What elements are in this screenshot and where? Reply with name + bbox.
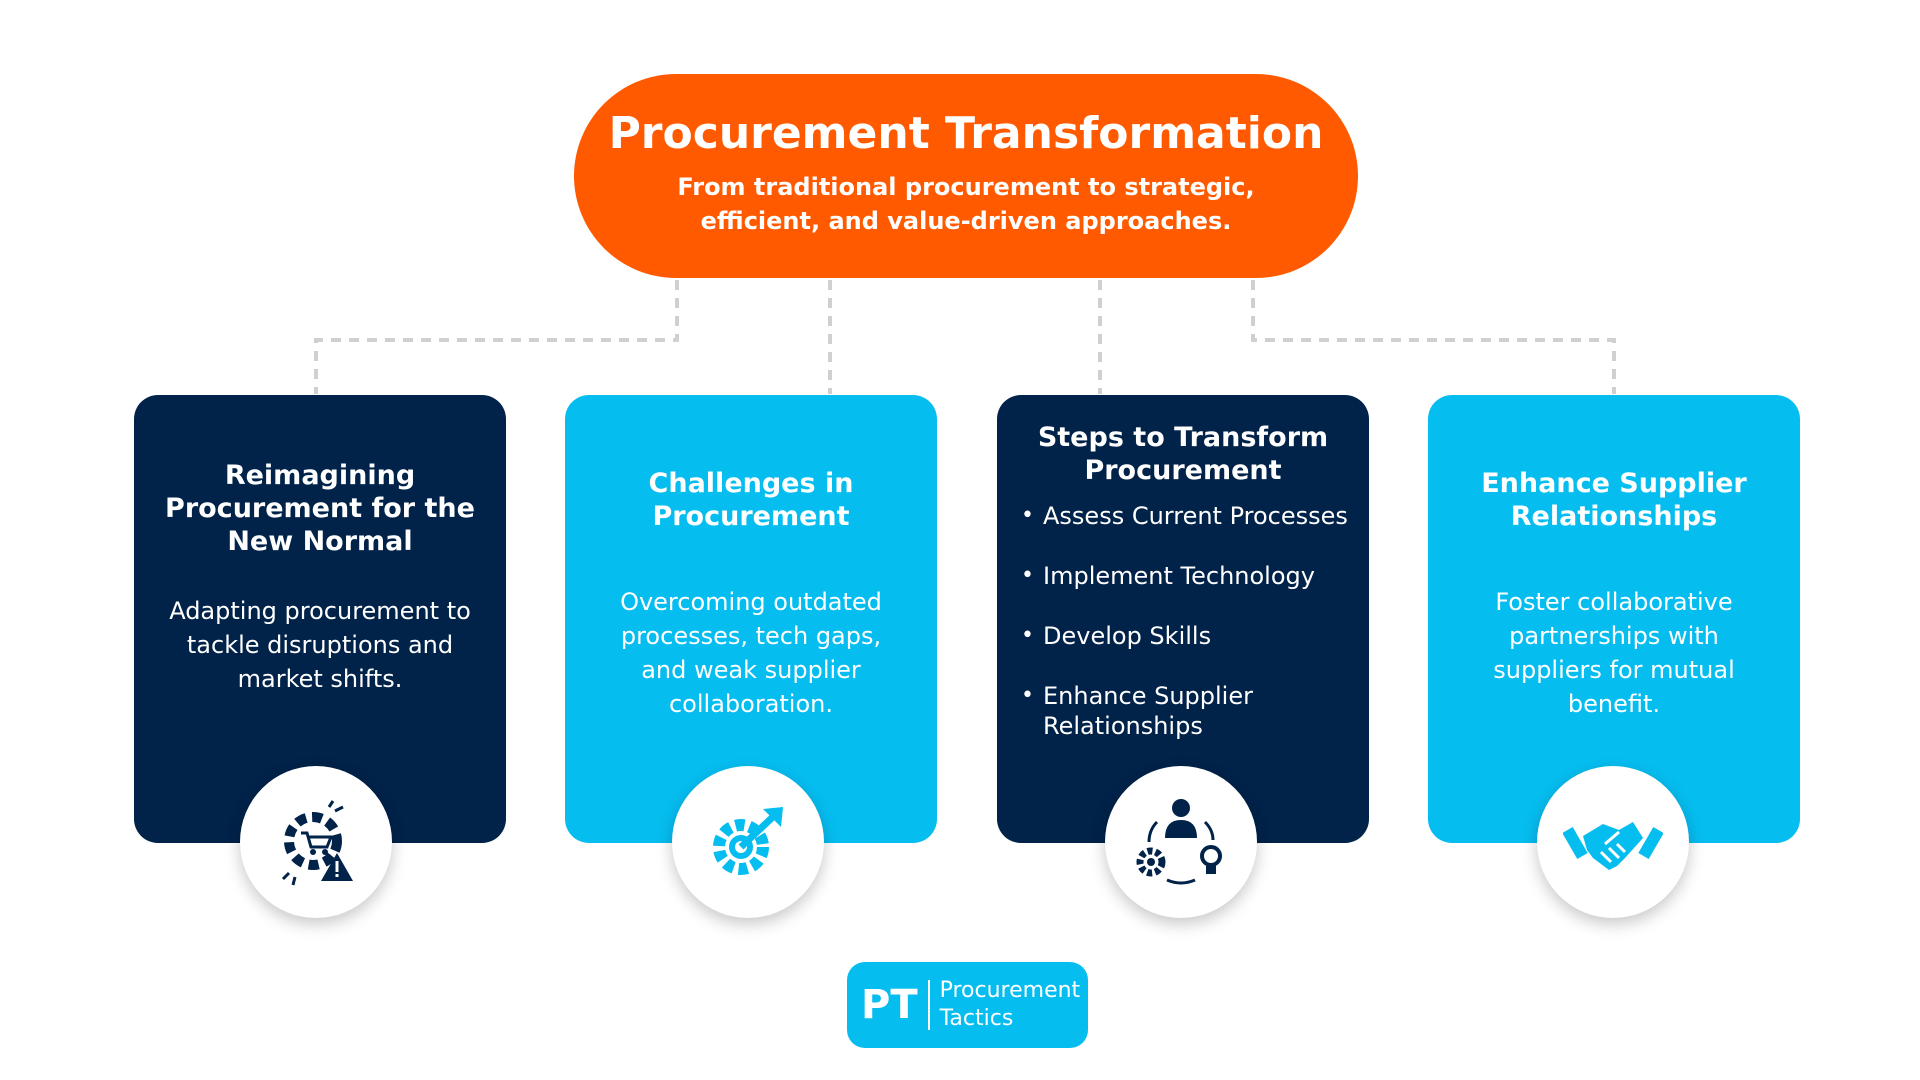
card-text: Adapting procurement to tackle disruptio… bbox=[169, 597, 471, 693]
list-item: Enhance Supplier Relationships bbox=[1019, 681, 1359, 741]
page-title: Procurement Transformation bbox=[608, 108, 1324, 159]
logo-mark: PT bbox=[861, 980, 930, 1030]
list-item: Develop Skills bbox=[1019, 621, 1359, 651]
card-title: Reimagining Procurement for the New Norm… bbox=[165, 460, 475, 557]
list-item: Implement Technology bbox=[1019, 561, 1359, 591]
card-title: Enhance Supplier Relationships bbox=[1481, 468, 1747, 532]
logo-name-line2: Tactics bbox=[939, 1006, 1014, 1031]
connector-card-4 bbox=[1251, 280, 1616, 394]
logo-name-line1: Procurement bbox=[939, 978, 1081, 1003]
card-text: Overcoming outdated processes, tech gaps… bbox=[620, 588, 882, 718]
handshake-icon bbox=[1537, 766, 1689, 918]
card-text: Foster collaborative partnerships with s… bbox=[1493, 588, 1735, 718]
card-title: Steps to Transform Procurement bbox=[1037, 422, 1329, 486]
procurement-tactics-logo: PT Procurement Tactics bbox=[847, 962, 1088, 1048]
gear-arrow-icon bbox=[672, 766, 824, 918]
steps-list: Assess Current Processes Implement Techn… bbox=[997, 501, 1369, 741]
page-subtitle: From traditional procurement to strategi… bbox=[677, 173, 1255, 235]
card-title: Challenges in Procurement bbox=[648, 468, 854, 532]
person-cycle-icon bbox=[1105, 766, 1257, 918]
cart-gear-warning-icon bbox=[240, 766, 392, 918]
logo-name: Procurement Tactics bbox=[940, 977, 1081, 1033]
list-item: Assess Current Processes bbox=[1019, 501, 1359, 531]
connector-card-1 bbox=[314, 280, 679, 394]
header-pill: Procurement Transformation From traditio… bbox=[574, 74, 1358, 278]
